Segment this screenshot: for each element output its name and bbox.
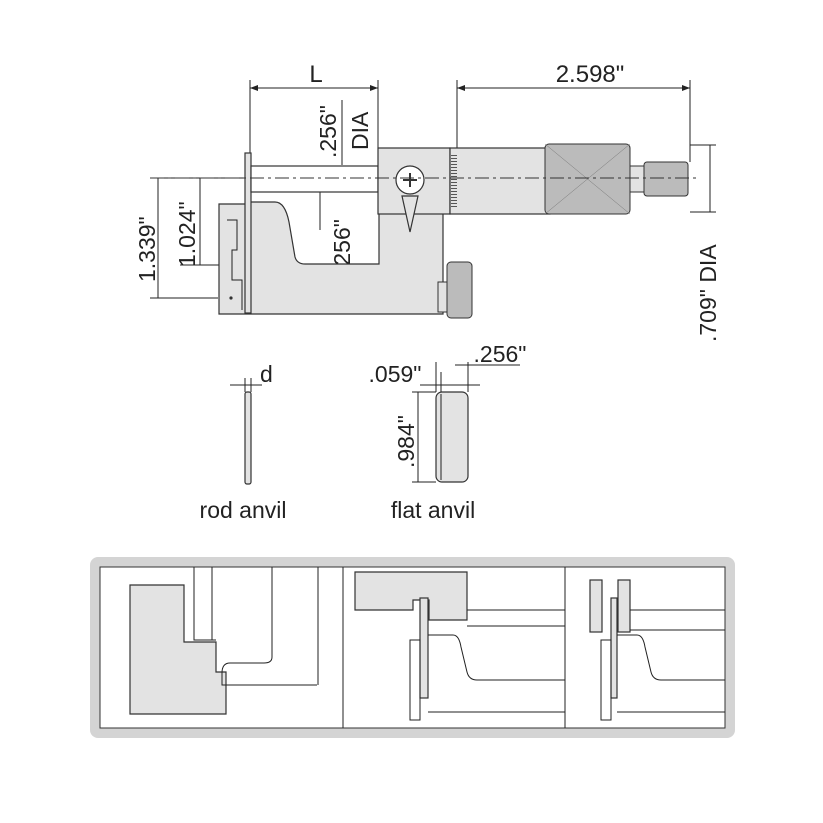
- label-rod-anvil: rod anvil: [200, 497, 287, 523]
- flat-anvil: .059" .256" .984" flat anvil: [369, 341, 527, 523]
- dim-spindle-dia-value: .256": [315, 105, 341, 158]
- dim-1024: 1.024": [174, 201, 200, 267]
- dim-984: .984": [393, 415, 419, 468]
- dim-L-label: L: [309, 61, 322, 88]
- rod-anvil: d rod anvil: [200, 361, 287, 523]
- dim-709-dia: .709" DIA: [695, 244, 721, 342]
- dim-256-flat: .256": [474, 341, 527, 367]
- dim-2598-label: 2.598": [556, 61, 625, 88]
- dim-1339: 1.339": [134, 216, 160, 282]
- dim-059: .059": [369, 361, 422, 387]
- label-flat-anvil: flat anvil: [391, 497, 475, 523]
- ratchet-knob: [643, 161, 689, 197]
- dimension-spindle-length: 2.598": [456, 61, 691, 162]
- dim-anvil-offset: .256": [329, 219, 355, 272]
- dimension-L: L: [249, 61, 379, 160]
- dim-spindle-dia-suffix: DIA: [347, 111, 373, 150]
- dimension-heights: 1.339" 1.024": [134, 177, 290, 299]
- usage-examples-panel: [90, 557, 735, 738]
- lock-knob: [446, 261, 473, 319]
- dim-d: d: [260, 361, 273, 387]
- micrometer-body: [150, 143, 700, 319]
